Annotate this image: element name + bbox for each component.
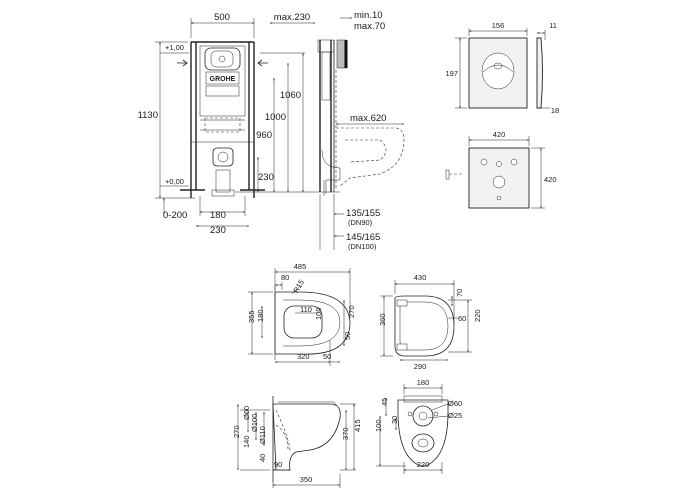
- dim-side-diam100: Ø100: [250, 414, 259, 432]
- seat-top-view: 430 70 360 60 220 290: [378, 273, 482, 371]
- dim-bowl-inner-depth: 100: [314, 307, 323, 320]
- bowl-top-view: 485 80 R15 355 180 110 100 270 50 320 50: [247, 262, 356, 366]
- dim-drain-dn90: 135/155: [346, 208, 380, 219]
- bowl-side-view: 270 Ø60 Ø100 Ø110 140 40 370 415 90 350: [232, 396, 362, 488]
- dim-side-height: 270: [232, 425, 241, 438]
- dim-bowl-inner-height: 180: [256, 309, 265, 322]
- flush-plate-view: 156 197 11 18: [445, 21, 559, 115]
- dim-wall-max: max.70: [354, 21, 385, 32]
- dim-side-370: 370: [341, 427, 350, 440]
- dim-inlet-height: 1000: [265, 112, 286, 123]
- dim-seat-base: 290: [414, 362, 427, 371]
- dim-bowl-offset: 80: [281, 273, 289, 282]
- dim-bowl-projection: max.620: [350, 113, 386, 124]
- dim-side-40: 40: [258, 454, 267, 462]
- dim-plate-depth: 18: [551, 106, 559, 115]
- dim-total-height: 1130: [138, 110, 158, 121]
- installation-side-view: max.620 135/155 (DN90) 145/165 (DN100): [317, 39, 405, 251]
- dim-mat-width: 420: [493, 130, 506, 139]
- dim-plate-height: 197: [445, 69, 458, 78]
- dim-back-top: 45: [380, 398, 389, 406]
- bowl-back-view: 180 45 Ø60 Ø25 30 100 220: [374, 378, 462, 474]
- dim-side-140: 140: [242, 435, 251, 448]
- dim-side-floor-gap: 90: [274, 460, 282, 469]
- level-top: +1,00: [165, 43, 184, 52]
- dim-center-distance: 180: [210, 210, 226, 221]
- dim-side-diam110: Ø110: [258, 426, 267, 444]
- dim-frame-width: 500: [214, 12, 230, 23]
- dim-bowl-base-offset: 50: [323, 352, 331, 361]
- dim-side-415: 415: [353, 419, 362, 432]
- dim-seat-length: 430: [414, 273, 427, 282]
- dim-mat-height: 420: [544, 175, 557, 184]
- dim-seat-hinge: 70: [455, 289, 464, 297]
- dim-drain-dn100: 145/165: [346, 232, 380, 243]
- installation-frame-view: GROHE 500 max.230 min.10 max.70 +1,00 +0…: [138, 10, 386, 236]
- dim-bowl-width: 355: [247, 310, 256, 323]
- dim-plate-width: 156: [492, 21, 505, 30]
- sound-mat-view: 420 420: [445, 130, 557, 209]
- dim-frame-height: 1060: [280, 90, 301, 101]
- dim-side-diam60: Ø60: [242, 406, 251, 420]
- label-dn90: (DN90): [348, 218, 373, 227]
- dim-back-diam25: Ø25: [448, 411, 462, 420]
- dim-side-length: 350: [300, 475, 313, 484]
- dim-bowl-inner-depth2: 50: [343, 332, 352, 340]
- label-dn100: (DN100): [348, 242, 377, 251]
- dim-depth-max: max.230: [274, 12, 310, 23]
- brand-logo: GROHE: [210, 76, 236, 83]
- dim-back-gap: 30: [390, 416, 399, 424]
- dim-back-base: 220: [417, 460, 430, 469]
- dim-outlet-height: 960: [256, 130, 272, 141]
- dim-drain-spacing: 230: [210, 225, 226, 236]
- level-floor: +0,00: [165, 177, 184, 186]
- dim-bowl-base-length: 320: [297, 352, 310, 361]
- dim-back-diam60: Ø60: [448, 399, 462, 408]
- dim-seat-width: 360: [378, 313, 387, 326]
- dim-seat-depth: 220: [473, 309, 482, 322]
- dim-bowl-inner-width: 110: [300, 305, 312, 314]
- dim-drain-height: 230: [258, 172, 274, 183]
- dim-adjust-range: 0-200: [163, 210, 187, 221]
- dim-back-100: 100: [374, 419, 383, 432]
- dim-bowl-length: 485: [294, 262, 307, 271]
- dim-wall-min: min.10: [354, 10, 383, 21]
- dim-bowl-depth: 270: [347, 305, 356, 318]
- dim-back-width: 180: [417, 378, 430, 387]
- dim-seat-offset: 60: [458, 314, 466, 323]
- dim-plate-thickness: 11: [549, 21, 557, 30]
